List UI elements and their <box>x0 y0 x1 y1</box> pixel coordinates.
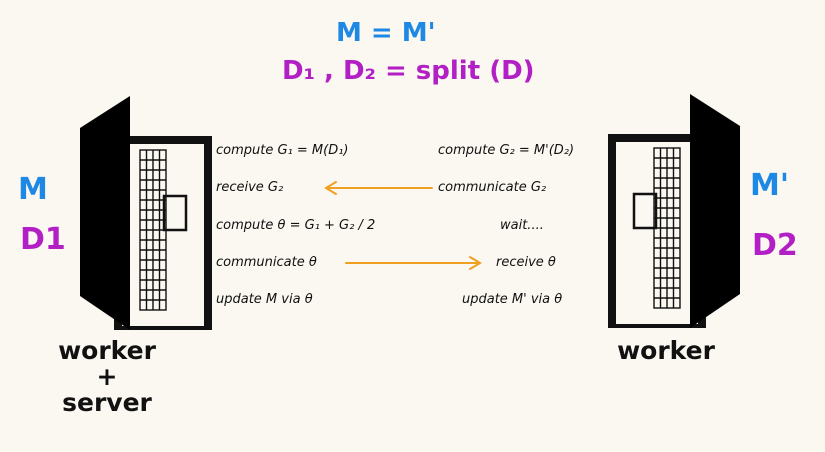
right-worker-caption: worker <box>617 336 715 365</box>
left-data-label: D1 <box>20 222 66 257</box>
left-worker-caption: worker + server <box>52 338 162 416</box>
right-step-4: receive θ <box>496 255 556 270</box>
left-step-5: update M via θ <box>216 292 313 307</box>
right-model-label: M' <box>750 168 790 203</box>
right-screen-icon <box>690 94 740 328</box>
right-laptop-icon <box>608 94 740 328</box>
left-caption-line-2: + <box>96 362 118 391</box>
left-laptop-icon <box>80 96 212 330</box>
model-equation: M = M' <box>336 18 436 48</box>
right-step-2: communicate G₂ <box>438 180 547 195</box>
arrow-right-icon <box>345 256 482 270</box>
left-step-2: receive G₂ <box>216 180 284 195</box>
left-step-1: compute G₁ = M(D₁) <box>216 143 349 158</box>
right-data-label: D2 <box>752 228 798 263</box>
arrow-left-icon <box>324 181 433 195</box>
right-step-3: wait.... <box>500 218 544 233</box>
data-split-equation: D₁ , D₂ = split (D) <box>282 56 535 86</box>
left-trackpad-icon <box>162 194 188 232</box>
left-caption-line-1: worker <box>58 336 156 365</box>
left-screen-icon <box>80 96 130 330</box>
left-step-4: communicate θ <box>216 255 317 270</box>
left-caption-line-3: server <box>62 388 152 417</box>
right-trackpad-icon <box>632 192 658 230</box>
right-step-1: compute G₂ = M'(D₂) <box>438 143 575 158</box>
left-step-3: compute θ = G₁ + G₂ / 2 <box>216 218 376 233</box>
left-model-label: M <box>18 172 48 207</box>
right-step-5: update M' via θ <box>462 292 563 307</box>
